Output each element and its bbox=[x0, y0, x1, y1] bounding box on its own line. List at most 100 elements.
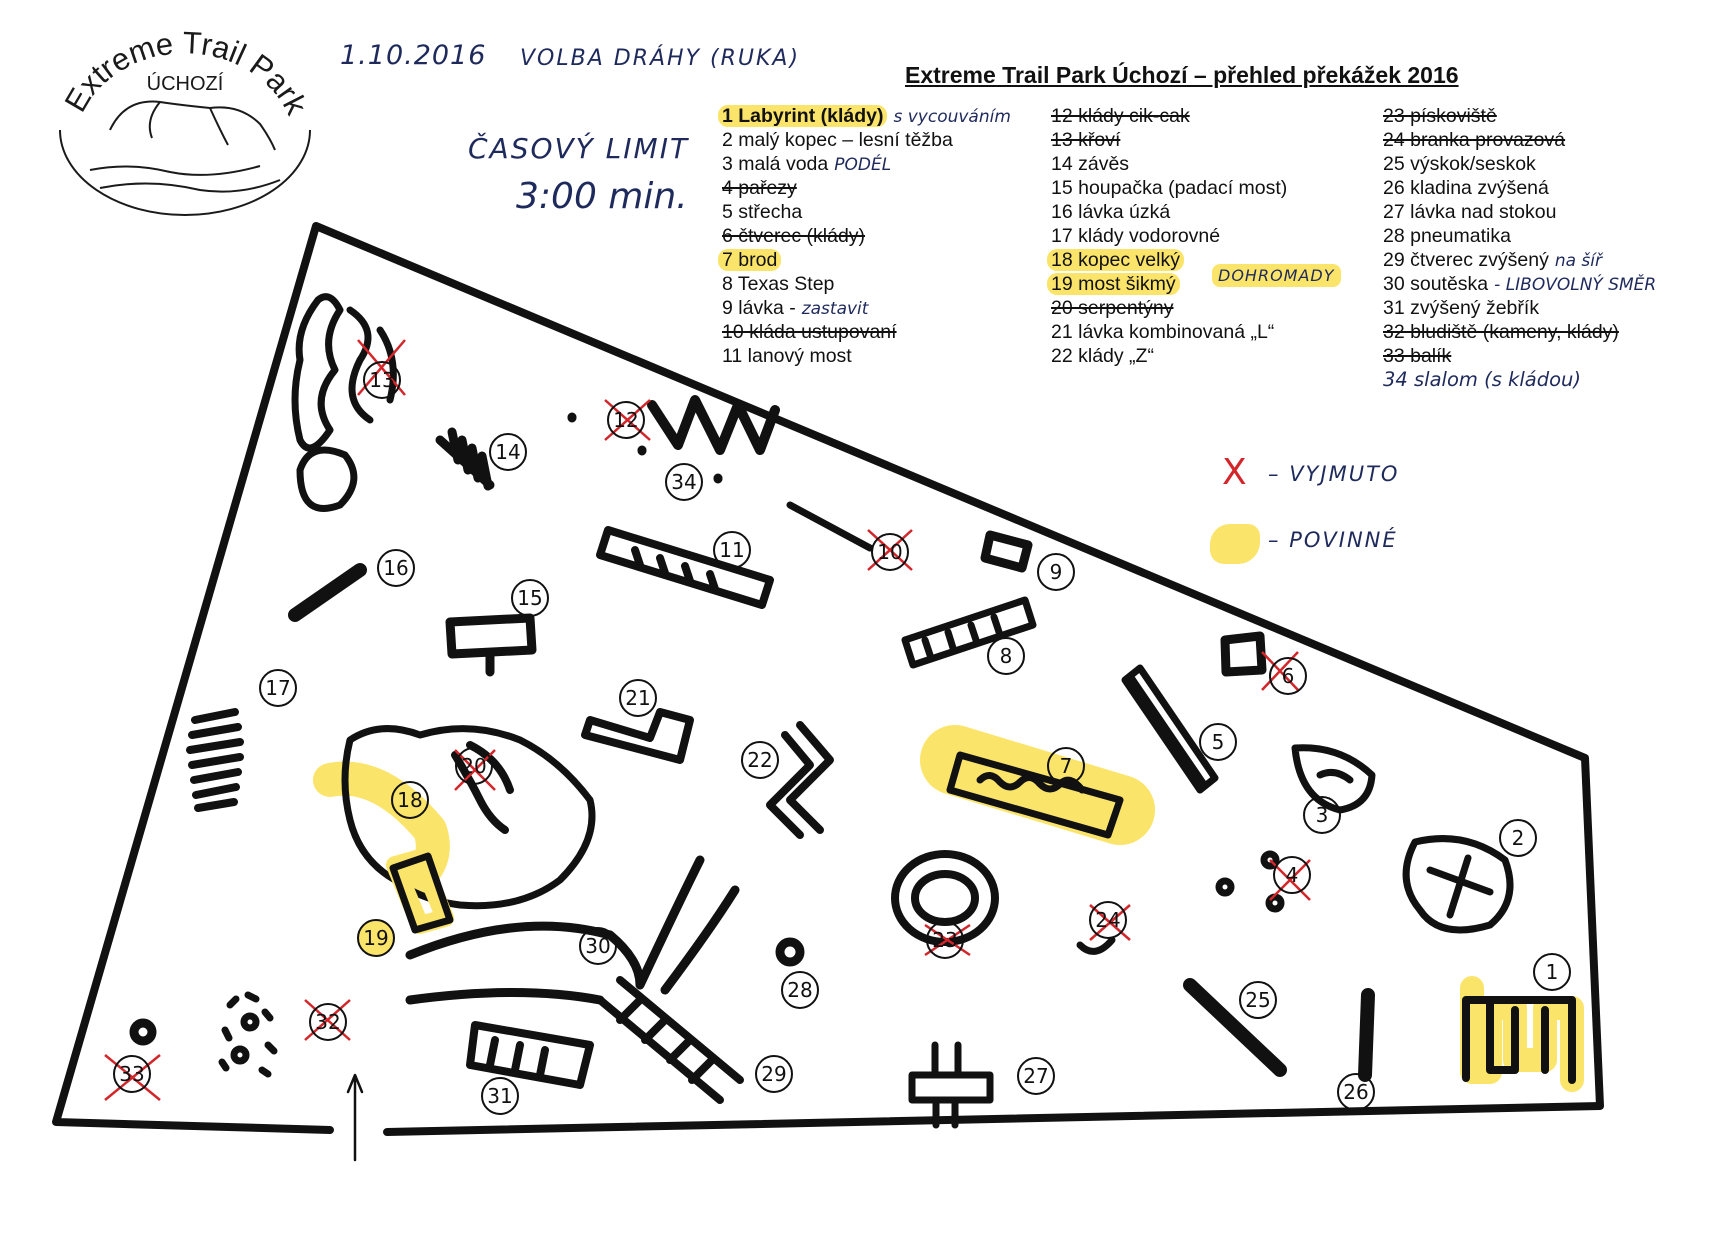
map-number-24: 24 bbox=[1089, 901, 1127, 939]
map-number-label: 17 bbox=[265, 676, 290, 700]
obstacle-list-item: 11 lanový most bbox=[722, 344, 1011, 368]
obstacle-29-raised-square bbox=[596, 976, 744, 1104]
obstacle-name: 6 čtverec (klády) bbox=[722, 225, 866, 247]
map-number-33: 33 bbox=[113, 1055, 151, 1093]
obstacle-name: 3 malá voda bbox=[722, 153, 829, 175]
obstacle-name: 9 lávka - bbox=[722, 297, 796, 319]
obstacle-list-item: 31 zvýšený žebřík bbox=[1383, 296, 1656, 320]
legend-required-swatch bbox=[1210, 524, 1260, 564]
map-number-16: 16 bbox=[377, 549, 415, 587]
obstacle-list-item: 24 branka provazová bbox=[1383, 128, 1656, 152]
obstacle-list-item: 23 pískoviště bbox=[1383, 104, 1656, 128]
obstacle-21-l-bridge bbox=[581, 708, 694, 764]
obstacle-name: 33 balík bbox=[1383, 345, 1452, 367]
obstacle-note: na šíř bbox=[1554, 251, 1602, 271]
obstacle-list-item: 30 soutěska- LIBOVOLNÝ SMĚR bbox=[1383, 272, 1656, 296]
obstacle-name: 31 zvýšený žebřík bbox=[1383, 297, 1540, 319]
map-number-label: 18 bbox=[397, 788, 422, 812]
removed-marks bbox=[104, 339, 1311, 1101]
map-number-label: 27 bbox=[1023, 1064, 1048, 1088]
obstacle-list-item: 20 serpentýny bbox=[1051, 296, 1287, 320]
logo-subtitle: ÚCHOZÍ bbox=[147, 72, 224, 95]
map-number-19: 19 bbox=[357, 919, 395, 957]
map-number-21: 21 bbox=[619, 679, 657, 717]
obstacle-name: 20 serpentýny bbox=[1051, 297, 1174, 319]
obstacle-9-bridge bbox=[980, 530, 1033, 573]
obstacle-list-item: 25 výskok/seskok bbox=[1383, 152, 1656, 176]
map-number-8: 8 bbox=[987, 637, 1025, 675]
obstacle-list-item: 34 slalom (s kládou) bbox=[1383, 368, 1656, 392]
map-number-label: 13 bbox=[369, 368, 394, 392]
map-number-label: 24 bbox=[1095, 908, 1120, 932]
map-number-label: 22 bbox=[747, 748, 772, 772]
obstacle-name: 29 čtverec zvýšený bbox=[1383, 249, 1549, 271]
obstacle-name: 32 bludiště (kameny, klády) bbox=[1383, 321, 1619, 343]
map-number-22: 22 bbox=[741, 741, 779, 779]
obstacle-18-big-hill bbox=[341, 725, 596, 910]
obstacle-26-raised-beam bbox=[1358, 988, 1375, 1082]
map-number-20: 20 bbox=[455, 747, 493, 785]
obstacle-11-rope-bridge bbox=[596, 526, 774, 609]
obstacle-16-narrow-bridge bbox=[288, 563, 367, 622]
obstacle-name: 12 klády cik-cak bbox=[1051, 105, 1190, 127]
obstacle-13-bushes bbox=[291, 293, 397, 512]
obstacle-list-item: 33 balík bbox=[1383, 344, 1656, 368]
handwritten-course-type: VOLBA DRÁHY (RUKA) bbox=[520, 46, 801, 71]
obstacle-name: 10 kláda ustupovaní bbox=[722, 321, 897, 343]
map-number-label: 30 bbox=[585, 934, 610, 958]
map-number-label: 25 bbox=[1245, 988, 1270, 1012]
obstacle-list-item: 2 malý kopec – lesní těžba bbox=[722, 128, 1011, 152]
obstacle-list-item: 12 klády cik-cak bbox=[1051, 104, 1287, 128]
obstacle-name: 24 branka provazová bbox=[1383, 129, 1566, 151]
obstacle-28-tyre bbox=[775, 937, 805, 967]
page-title: Extreme Trail Park Úchozí – přehled přek… bbox=[905, 62, 1459, 88]
obstacle-name: 28 pneumatika bbox=[1383, 225, 1511, 247]
map-number-10: 10 bbox=[871, 533, 909, 571]
map-number-9: 9 bbox=[1037, 553, 1075, 591]
map-number-label: 8 bbox=[1000, 644, 1013, 668]
obstacle-name: 1 Labyrint (klády) bbox=[718, 105, 888, 127]
map-number-label: 12 bbox=[613, 408, 638, 432]
map-number-label: 1 bbox=[1546, 960, 1559, 984]
obstacle-22-z-logs bbox=[766, 721, 834, 839]
obstacle-note: zastavit bbox=[801, 299, 869, 319]
obstacle-list-item: 4 pařezy bbox=[722, 176, 1011, 200]
obstacle-name: 2 malý kopec – lesní těžba bbox=[722, 129, 953, 151]
obstacle-list-item: 26 kladina zvýšená bbox=[1383, 176, 1656, 200]
obstacle-list-item: 16 lávka úzká bbox=[1051, 200, 1287, 224]
map-number-6: 6 bbox=[1269, 657, 1307, 695]
time-limit-value: 3:00 min. bbox=[516, 176, 688, 217]
obstacle-list-item: 5 střecha bbox=[722, 200, 1011, 224]
obstacle-name: 21 lávka kombinovaná „L“ bbox=[1051, 321, 1275, 343]
obstacle-name: 18 kopec velký bbox=[1047, 249, 1184, 271]
obstacle-name: 15 houpačka (padací most) bbox=[1051, 177, 1288, 199]
obstacle-list-item: 32 bludiště (kameny, klády) bbox=[1383, 320, 1656, 344]
obstacle-32-maze bbox=[218, 991, 278, 1078]
map-number-label: 9 bbox=[1050, 560, 1063, 584]
legend-removed-text: VYJMUTO bbox=[1289, 462, 1400, 486]
map-number-label: 10 bbox=[877, 540, 902, 564]
obstacle-name: 27 lávka nad stokou bbox=[1383, 201, 1557, 223]
obstacle-list-item: 28 pneumatika bbox=[1383, 224, 1656, 248]
obstacle-23-sandpit bbox=[891, 850, 999, 946]
obstacle-name: 16 lávka úzká bbox=[1051, 201, 1171, 223]
legend-required-label: – POVINNÉ bbox=[1268, 528, 1398, 552]
obstacle-list-item: 9 lávka -zastavit bbox=[722, 296, 1011, 320]
obstacle-name: 8 Texas Step bbox=[722, 273, 835, 295]
obstacle-list-item: 21 lávka kombinovaná „L“ bbox=[1051, 320, 1287, 344]
horse-icon bbox=[109, 100, 276, 151]
obstacle-name: 26 kladina zvýšená bbox=[1383, 177, 1549, 199]
obstacle-25-step bbox=[1183, 978, 1287, 1077]
map-number-label: 23 bbox=[932, 928, 957, 952]
legend-removed-x-icon: X bbox=[1222, 452, 1247, 493]
map-number-label: 15 bbox=[517, 586, 542, 610]
handwritten-date: 1.10.2016 bbox=[340, 40, 487, 71]
obstacle-list-item: 17 klády vodorovné bbox=[1051, 224, 1287, 248]
obstacle-note: - LIBOVOLNÝ SMĚR bbox=[1494, 275, 1657, 295]
obstacle-name: 25 výskok/seskok bbox=[1383, 153, 1536, 175]
obstacle-list-item: 1 Labyrint (klády)s vycouváním bbox=[718, 104, 1011, 128]
map-number-25: 25 bbox=[1239, 981, 1277, 1019]
